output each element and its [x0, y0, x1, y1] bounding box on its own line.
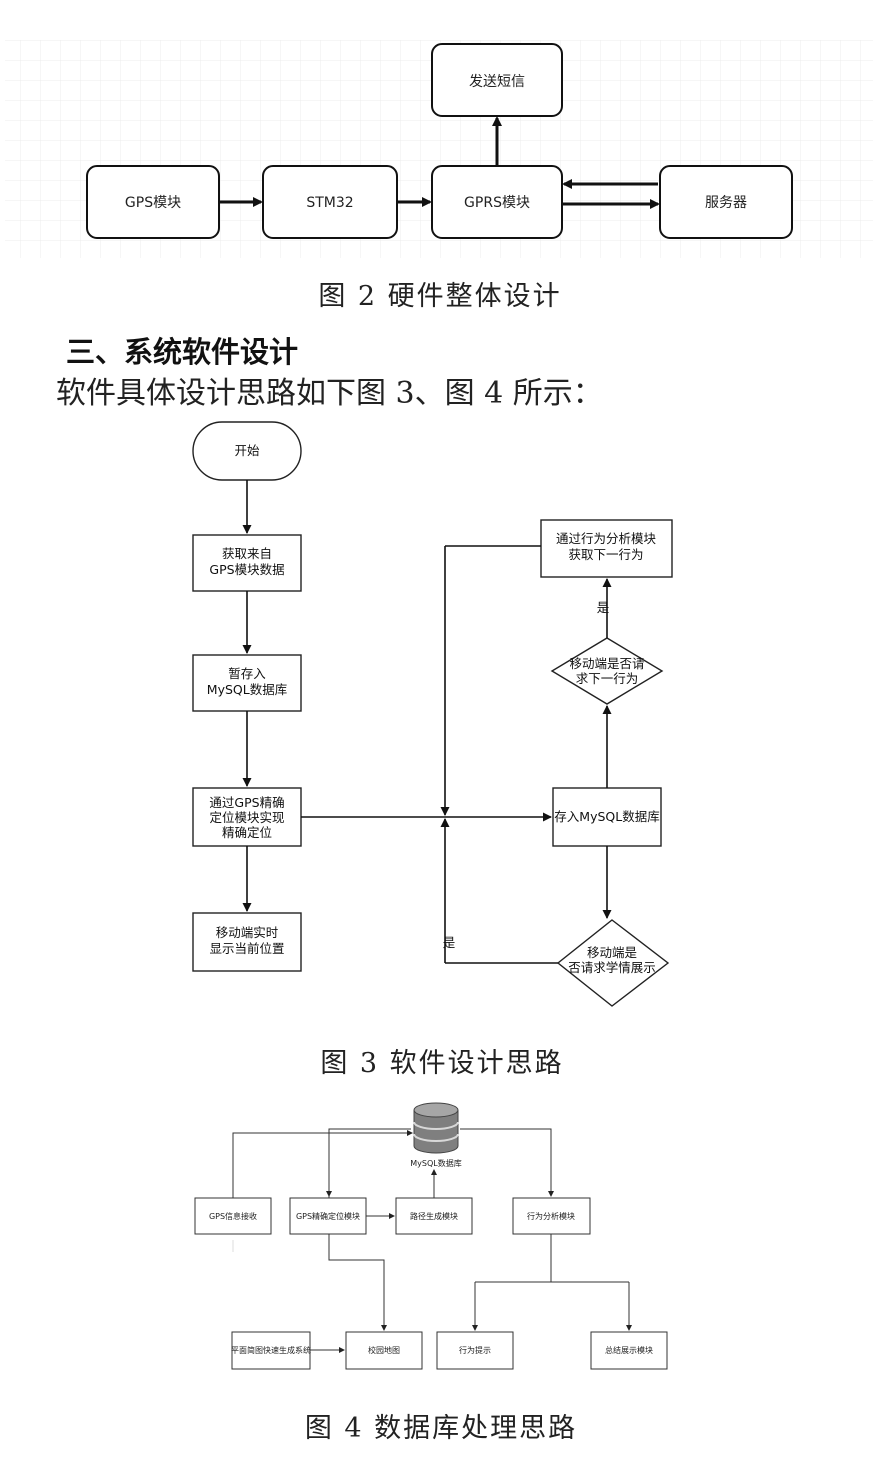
stm32-label: STM32	[306, 195, 353, 211]
figure-3-caption: 图 3 软件设计思路	[320, 1048, 563, 1079]
server-label: 服务器	[705, 195, 747, 211]
figure-2-caption: 图 2 硬件整体设计	[318, 281, 561, 312]
arrow-precise-to-campus-map	[328, 1234, 387, 1331]
gps-receive-label: GPS信息接收	[209, 1211, 257, 1221]
get-gps-line-1: 获取来自	[222, 546, 272, 561]
floor-plan-label: 平面简图快速生成系统	[231, 1345, 311, 1355]
floor-plan-box	[231, 1331, 311, 1370]
get-next-line-2: 获取下一行为	[568, 547, 643, 562]
get-next-behavior-step	[540, 519, 673, 578]
figure-4-database-diagram: MySQL数据库 GPS信息接收 GPS精确定位模块 路径生成模块 行为分析模块…	[194, 1102, 668, 1370]
behavior-analysis-box	[512, 1197, 591, 1235]
temp-store-line-1: 暂存入	[228, 666, 266, 681]
gps-precise-label: GPS精确定位模块	[296, 1211, 360, 1221]
precise-line-2: 定位模块实现	[209, 810, 284, 825]
mobile-display-line-2: 显示当前位置	[209, 941, 284, 956]
arrow-db-to-behavior	[460, 1128, 554, 1197]
temp-store-line-2: MySQL数据库	[207, 682, 287, 697]
decision-next-behavior	[550, 637, 664, 705]
intro-paragraph: 软件具体设计思路如下图 3、图 4 所示：	[56, 376, 603, 411]
decision-detail-display	[556, 919, 670, 1007]
store-mysql-step	[552, 787, 662, 847]
path-gen-label: 路径生成模块	[410, 1211, 458, 1221]
sms-node-label: 发送短信	[469, 74, 525, 90]
database-icon	[413, 1102, 459, 1154]
server-node	[659, 165, 793, 239]
path-gen-box	[395, 1197, 473, 1235]
start-label: 开始	[234, 443, 260, 458]
mobile-display-step	[192, 912, 302, 972]
gps-receive-box	[194, 1197, 272, 1235]
arrow-gps-receive-to-db	[232, 1130, 413, 1198]
campus-map-label: 校园地图	[368, 1345, 400, 1355]
behavior-hint-box	[436, 1331, 514, 1370]
figure-4-caption: 图 4 数据库处理思路	[305, 1413, 577, 1444]
mysql-db-label: MySQL数据库	[410, 1158, 461, 1168]
decision-next-line-1: 移动端是否请	[569, 656, 644, 671]
campus-map-box	[345, 1331, 423, 1370]
yes-label-left: 是	[443, 935, 456, 950]
decision-next-line-2: 求下一行为	[576, 671, 639, 686]
temp-store-step	[192, 654, 302, 712]
precise-line-3: 精确定位	[222, 825, 272, 840]
behavior-analysis-label: 行为分析模块	[527, 1211, 575, 1221]
figure-2-hardware-diagram: 发送短信 GPS模块 STM32 GPRS模块 服务器	[5, 40, 873, 258]
get-next-line-1: 通过行为分析模块	[556, 531, 657, 546]
summary-display-box	[590, 1331, 668, 1370]
behavior-hint-label: 行为提示	[459, 1345, 491, 1355]
gprs-module-label: GPRS模块	[464, 195, 530, 211]
section-heading: 三、系统软件设计	[66, 335, 298, 369]
gps-module-label: GPS模块	[125, 195, 181, 211]
summary-display-label: 总结展示模块	[605, 1345, 653, 1355]
gps-precise-box	[289, 1197, 367, 1235]
line-gps-precise-to-db	[328, 1128, 411, 1198]
get-gps-line-2: GPS模块数据	[209, 562, 284, 577]
decision-detail-line-1: 移动端是	[587, 945, 638, 960]
precise-line-1: 通过GPS精确	[209, 795, 284, 810]
decision-detail-line-2: 否请求学情展示	[568, 960, 656, 975]
yes-label-top: 是	[597, 600, 610, 615]
figure-3-software-flowchart: 开始 获取来自 GPS模块数据 暂存入 MySQL数据库 通过GPS精确 定位模…	[192, 421, 673, 1007]
mobile-display-line-1: 移动端实时	[216, 925, 279, 940]
store-mysql-label: 存入MySQL数据库	[554, 809, 659, 824]
